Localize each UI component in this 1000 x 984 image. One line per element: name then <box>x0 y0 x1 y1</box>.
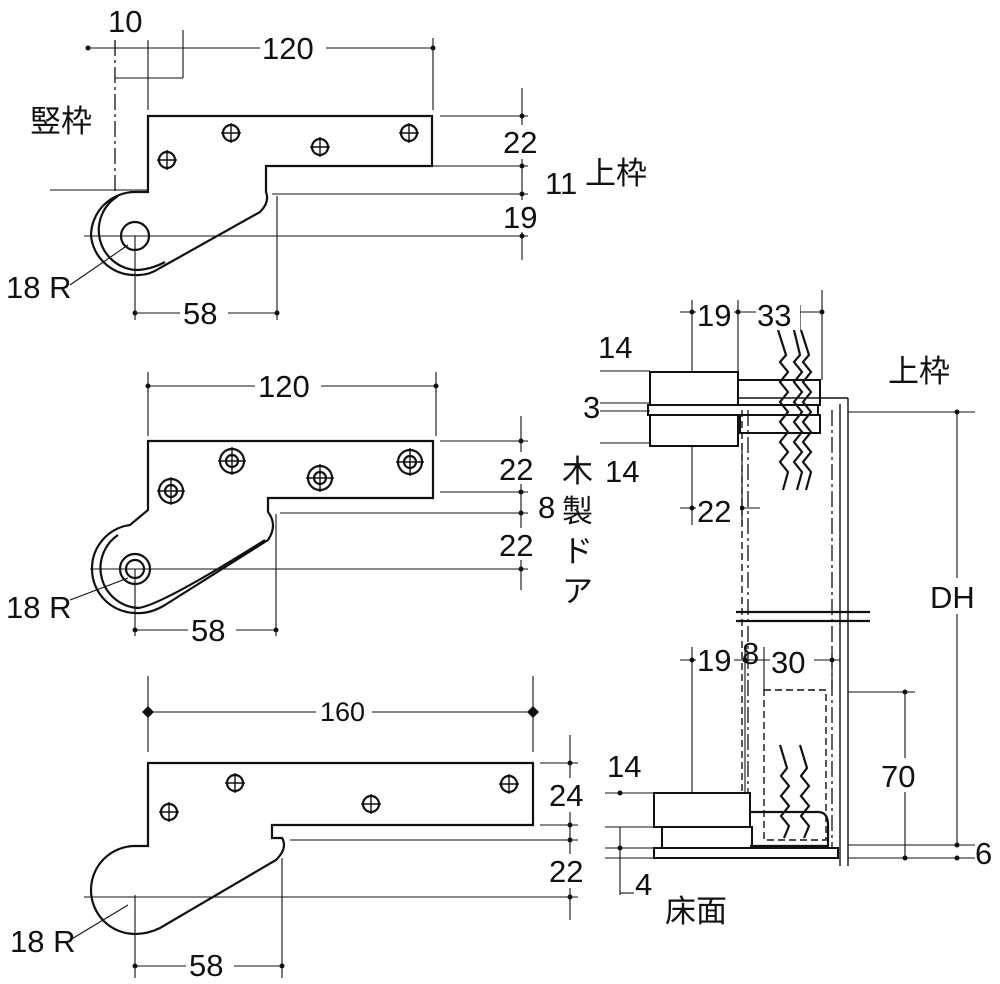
dim-width-label: 160 <box>320 697 365 727</box>
middle-hinge-view: 120 22 8 22 木 製 ド ア 18 R 58 <box>6 368 593 648</box>
wood-door-char-4: ア <box>562 574 593 609</box>
dim-step-label: 8 <box>538 490 555 525</box>
dim-step-label: 11 <box>545 166 577 201</box>
mounting-hole <box>159 802 179 822</box>
wood-screw <box>778 744 791 839</box>
mounting-hole <box>306 464 334 492</box>
dim-plate-height-label: 22 <box>499 452 533 487</box>
dim-plate-height-label: 22 <box>503 125 537 160</box>
mounting-hole <box>396 448 424 476</box>
mounting-hole <box>218 447 246 475</box>
mounting-hole <box>221 123 241 143</box>
dim-19-lower-label: 19 <box>697 643 731 678</box>
dim-14a-upper-label: 14 <box>598 330 632 365</box>
mounting-hole <box>399 123 419 143</box>
top-hinge-view: 10 120 竪枠 22 11 上枠 19 18 R 58 <box>6 4 647 331</box>
dim-14b-upper-label: 14 <box>605 454 639 489</box>
dim-radius-label: 18 R <box>10 924 75 959</box>
side-frame-label: 竪枠 <box>30 104 92 139</box>
dim-offset-label: 10 <box>108 4 142 39</box>
dim-pivot-label: 22 <box>549 854 583 889</box>
top-frame-label: 上枠 <box>585 156 647 191</box>
wood-screw <box>798 744 811 839</box>
dim-33-upper-label: 33 <box>757 298 791 333</box>
wood-door-char-3: ド <box>562 534 593 569</box>
mounting-hole <box>157 477 185 505</box>
wood-screw <box>799 329 813 491</box>
bottom-hinge-view: 160 24 22 18 R 58 <box>10 676 594 983</box>
mounting-hole <box>157 150 177 170</box>
dim-8-lower-label: 8 <box>742 636 759 671</box>
dim-pivot-label: 22 <box>499 528 533 563</box>
door-height-label: DH <box>930 580 975 615</box>
wood-door-char-2: 製 <box>562 494 593 529</box>
dim-19-upper-label: 19 <box>697 298 731 333</box>
dim-base-label: 58 <box>189 948 223 983</box>
dim-6-lower-label: 6 <box>975 836 992 871</box>
mounting-hole <box>361 794 381 814</box>
top-frame-label: 上枠 <box>888 354 950 389</box>
dim-plate-height-label: 24 <box>549 778 583 813</box>
dim-radius-label: 18 R <box>6 590 71 625</box>
dim-22-upper-label: 22 <box>697 494 731 529</box>
dim-width-label: 120 <box>258 369 310 404</box>
dim-30-lower-label: 30 <box>771 645 805 680</box>
mounting-hole <box>225 773 245 793</box>
dim-14-lower-label: 14 <box>607 749 641 784</box>
dim-radius-label: 18 R <box>6 270 71 305</box>
wood-screw <box>776 329 804 491</box>
dim-base-label: 58 <box>191 613 225 648</box>
dim-base-label: 58 <box>183 296 217 331</box>
floor-surface-label: 床面 <box>665 894 727 929</box>
dim-70-lower-label: 70 <box>881 759 915 794</box>
wood-door-char-1: 木 <box>562 454 593 489</box>
dim-3-upper-label: 3 <box>583 390 600 425</box>
mounting-hole <box>310 137 330 157</box>
dim-width-label: 120 <box>262 31 314 66</box>
dim-4-lower-label: 4 <box>635 867 652 902</box>
dim-pivot-label: 19 <box>503 200 537 235</box>
door-section-view: 19 33 14 3 14 22 上枠 DH 19 8 30 70 14 4 6… <box>583 290 992 929</box>
mounting-hole <box>499 774 519 794</box>
